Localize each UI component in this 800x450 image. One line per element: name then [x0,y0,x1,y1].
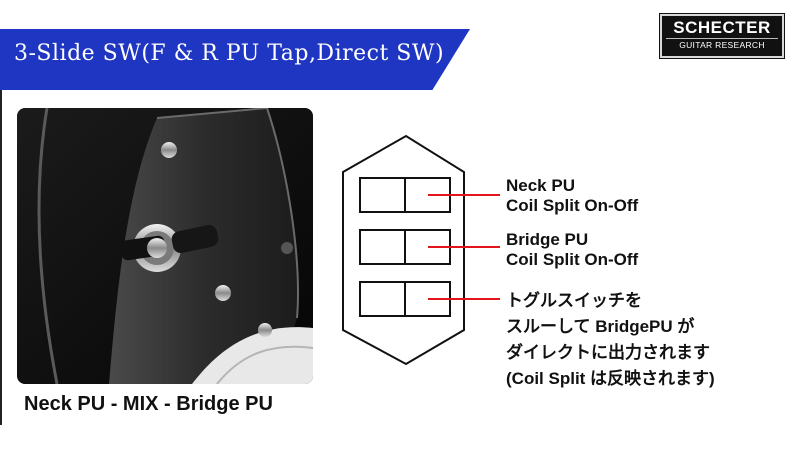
callout-neck-pu-line2: Coil Split On-Off [506,196,639,215]
switch-diagram [342,134,500,366]
logo-tagline: GUITAR RESEARCH [666,38,778,51]
callout-direct-switch: トグルスイッチを スルーして BridgePU が ダイレクトに出力されます (… [506,288,715,392]
title-banner [0,29,470,90]
control-plate-outline [342,134,465,366]
page-title: 3-Slide SW(F & R PU Tap,Direct SW) [14,41,445,66]
callout-direct-line1: トグルスイッチを [506,291,642,310]
logo-wordmark: SCHECTER [673,18,771,37]
callout-neck-pu: Neck PU Coil Split On-Off [506,176,638,216]
callout-bridge-pu-line2: Coil Split On-Off [506,250,639,269]
callout-leader-lines [428,194,500,300]
callout-direct-line2: スルーして BridgePU が [506,317,695,336]
callout-bridge-pu: Bridge PU Coil Split On-Off [506,230,638,270]
brand-logo: SCHECTER GUITAR RESEARCH [659,13,785,59]
guitar-switch-photo [17,108,313,384]
switch-position-caption: Neck PU - MIX - Bridge PU [24,393,273,415]
callout-direct-line3: ダイレクトに出力されます [506,343,710,362]
callout-neck-pu-line1: Neck PU [506,176,575,195]
left-divider [0,90,2,425]
callout-bridge-pu-line1: Bridge PU [506,230,589,249]
callout-direct-line4: (Coil Split は反映されます) [506,369,715,388]
